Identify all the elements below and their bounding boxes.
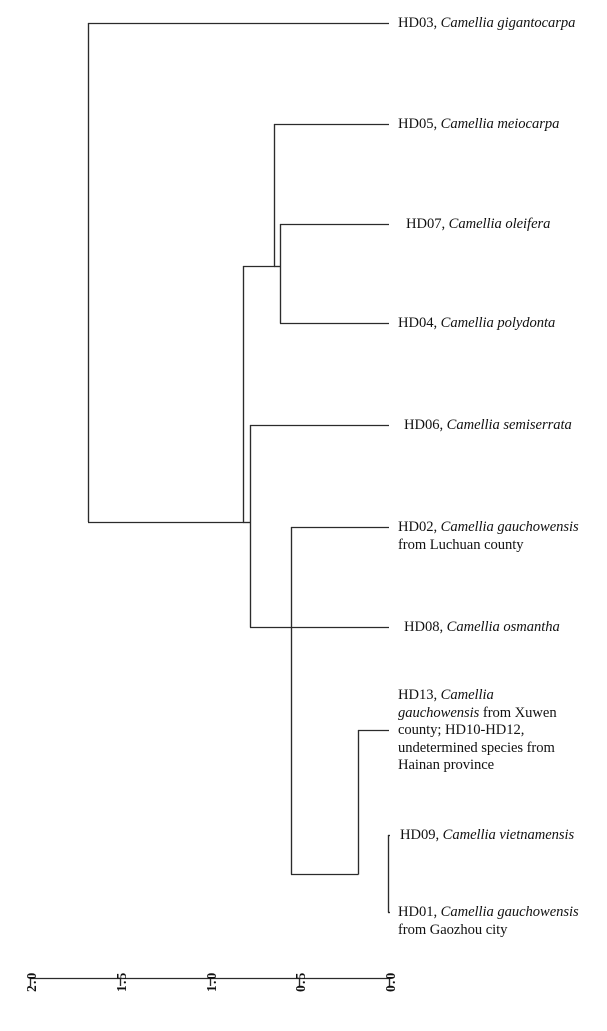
- tip-label-hd01: HD01, Camellia gauchowensis from Gaozhou…: [398, 904, 579, 939]
- tip-label-hd04: HD04, Camellia polydonta: [398, 315, 555, 333]
- tip-label-hd06: HD06, Camellia semiserrata: [404, 417, 572, 435]
- tip-species-hd07: Camellia oleifera: [448, 216, 551, 232]
- tip-label-hd08: HD08, Camellia osmantha: [404, 619, 560, 637]
- tip-species-hd05: Camellia meiocarpa: [440, 116, 560, 132]
- tip-code-hd02: HD02,: [398, 519, 441, 535]
- tip-code-hd08: HD08,: [404, 619, 447, 635]
- tip-extra-hd01: from Gaozhou city: [398, 921, 508, 938]
- tip-code-hd05: HD05,: [398, 116, 441, 132]
- tip-code-hd13: HD13,: [398, 687, 441, 703]
- tip-species-hd09: Camellia vietnamensis: [442, 827, 575, 843]
- tip-extra-hd13: from Xuwen county; HD10-HD12, undetermin…: [398, 704, 557, 774]
- tip-species-hd02: Camellia gauchowensis: [440, 519, 579, 535]
- tip-code-hd04: HD04,: [398, 315, 441, 331]
- tip-species-hd01: Camellia gauchowensis: [440, 904, 579, 920]
- tip-label-hd13: HD13, Camellia gauchowensis from Xuwen c…: [398, 687, 598, 775]
- tip-extra-hd02: from Luchuan county: [398, 536, 524, 553]
- tip-code-hd01: HD01,: [398, 904, 441, 920]
- tip-species-hd06: Camellia semiserrata: [446, 417, 572, 433]
- axis-tick-label-1-5: 1.5: [114, 971, 129, 992]
- tip-code-hd03: HD03,: [398, 15, 441, 31]
- axis-tick-label-1-0: 1.0: [204, 971, 219, 992]
- axis-tick-label-0-5: 0.5: [293, 971, 308, 992]
- tip-species-hd13: Camellia gauchowensis: [398, 687, 494, 721]
- tip-label-hd09: HD09, Camellia vietnamensis: [400, 827, 574, 845]
- axis-tick-label-0-0: 0.0: [383, 971, 398, 992]
- tip-label-hd05: HD05, Camellia meiocarpa: [398, 116, 559, 134]
- tip-species-hd03: Camellia gigantocarpa: [440, 15, 576, 31]
- tip-code-hd06: HD06,: [404, 417, 447, 433]
- tip-code-hd09: HD09,: [400, 827, 443, 843]
- axis-tick-label-2-0: 2.0: [24, 971, 39, 992]
- tip-label-hd07: HD07, Camellia oleifera: [406, 216, 550, 234]
- tip-species-hd04: Camellia polydonta: [440, 315, 556, 331]
- tip-code-hd07: HD07,: [406, 216, 449, 232]
- tip-species-hd08: Camellia osmantha: [446, 619, 560, 635]
- tip-label-hd03: HD03, Camellia gigantocarpa: [398, 15, 575, 33]
- tip-label-hd02: HD02, Camellia gauchowensis from Luchuan…: [398, 519, 579, 554]
